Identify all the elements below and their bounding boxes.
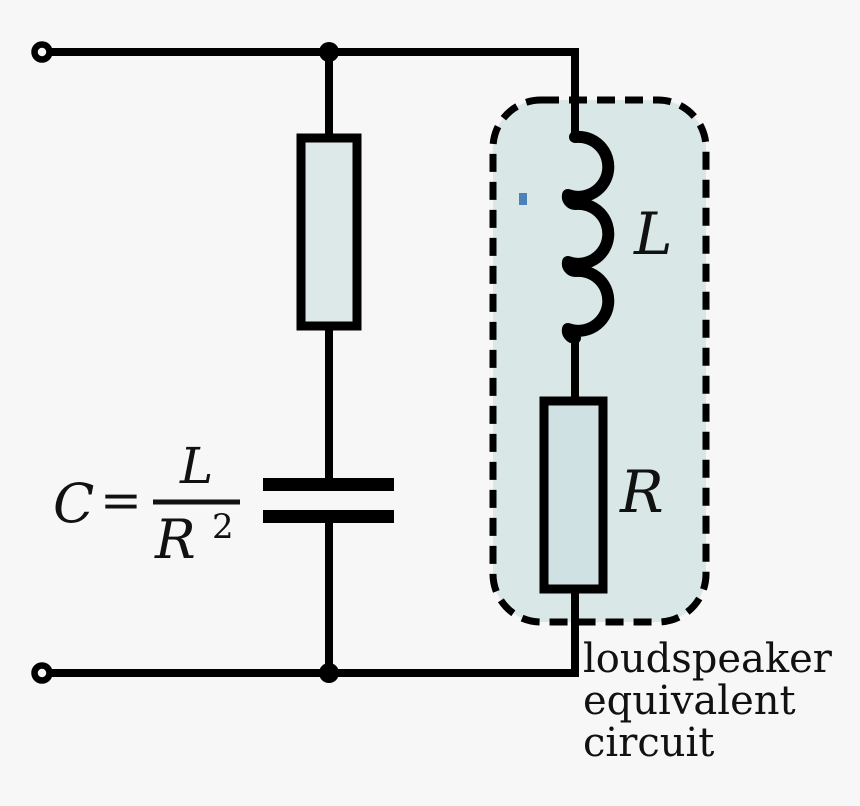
inductor-label: L: [633, 200, 673, 268]
caption: loudspeaker equivalent circuit: [583, 636, 833, 766]
bottom-wire: [44, 591, 579, 677]
bottom-junction-dot: [319, 663, 339, 683]
formula-denominator-exponent: 2: [212, 507, 234, 547]
capacitor-symbol: [263, 478, 394, 523]
capacitor-top-plate: [263, 478, 394, 491]
formula-lhs: C: [53, 472, 94, 535]
series-resistor-symbol: [296, 133, 362, 331]
formula-numerator: L: [179, 437, 213, 495]
top-terminal: [31, 41, 53, 63]
bottom-terminal: [31, 662, 53, 684]
blue-mark: [519, 193, 527, 205]
load-resistor-symbol: [539, 396, 608, 594]
formula-equals: =: [100, 471, 142, 529]
top-wire: [44, 48, 579, 139]
formula-denominator-base: R: [154, 508, 196, 571]
caption-line-3: circuit: [583, 720, 714, 766]
capacitor-bottom-plate: [263, 510, 394, 523]
top-junction-dot: [319, 42, 339, 62]
caption-line-2: equivalent: [583, 678, 796, 724]
wires: [44, 48, 579, 677]
caption-line-1: loudspeaker: [583, 636, 833, 682]
inductor-symbol: [561, 130, 615, 344]
resistor-label: R: [619, 458, 664, 526]
formula: C = L R 2: [53, 437, 240, 571]
